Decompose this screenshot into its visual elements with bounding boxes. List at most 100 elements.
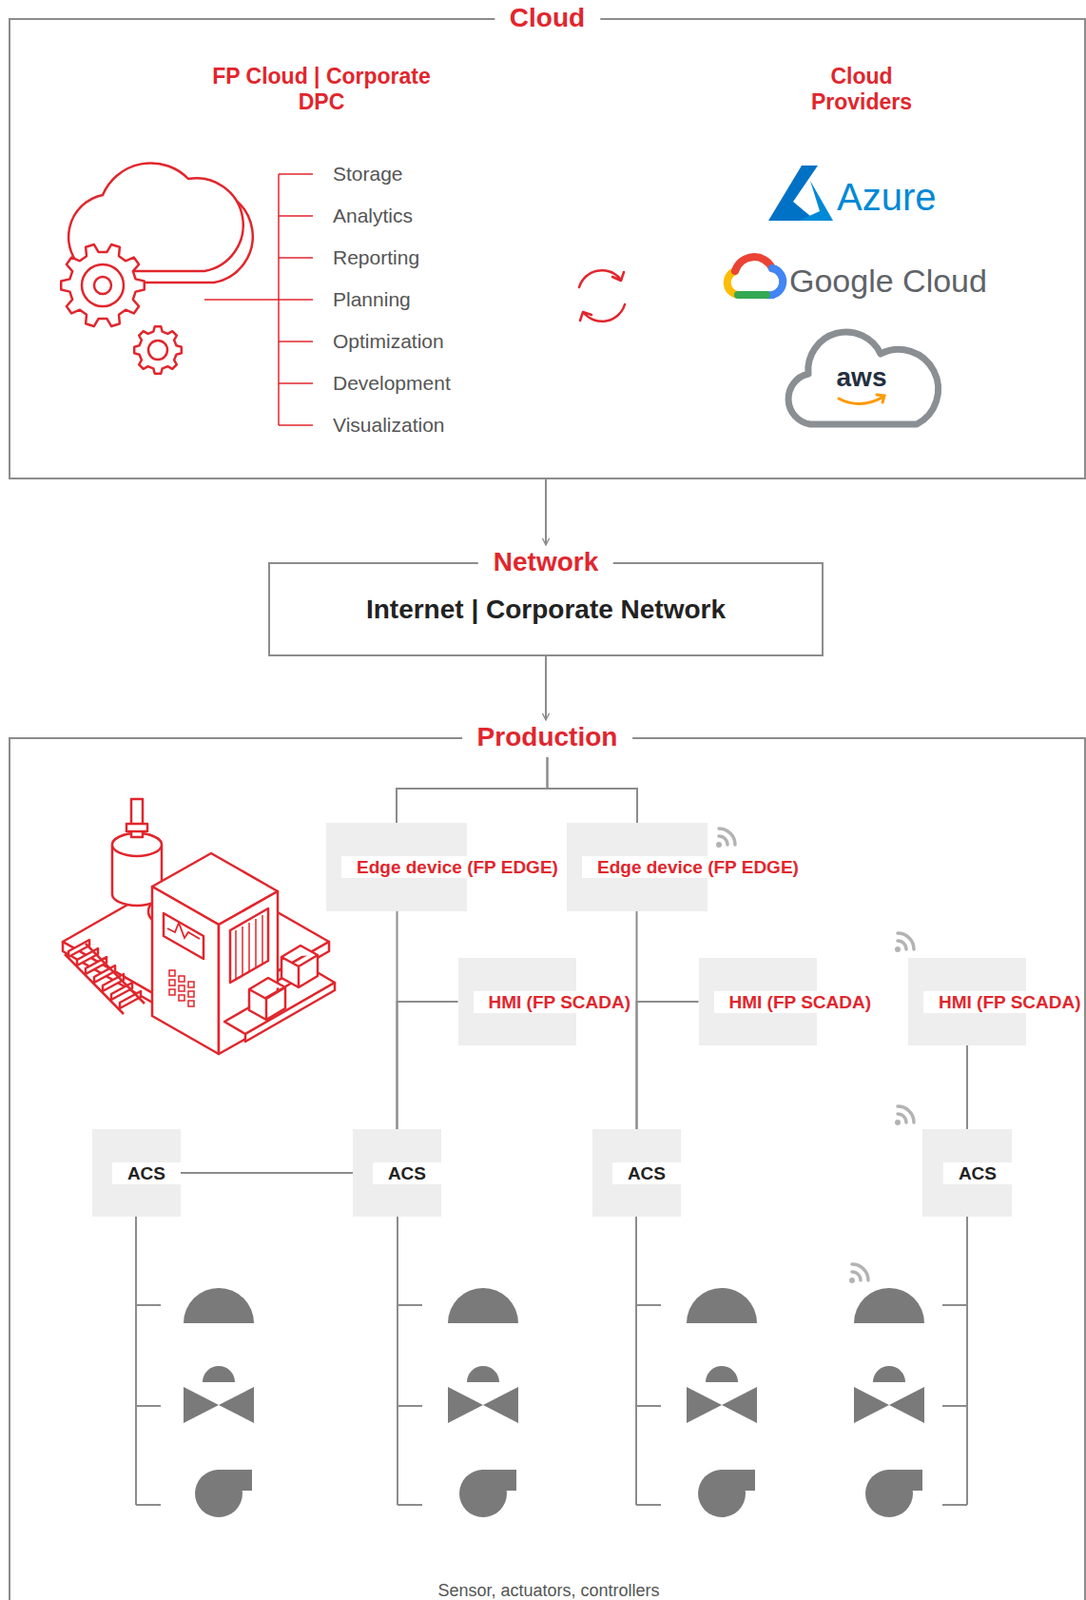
node-title: Production <box>462 722 634 752</box>
node-title: Edge device (FP EDGE) <box>341 855 467 878</box>
section-heading: FP Cloud | Corporate DPC <box>207 63 436 116</box>
edge-device-box: Edge device (FP EDGE) <box>326 822 467 912</box>
window-slat <box>254 918 257 969</box>
conveyor <box>224 969 335 1034</box>
node-title: Edge device (FP EDGE) <box>581 855 708 878</box>
pump-symbol <box>887 1469 923 1491</box>
wireless-arc <box>718 828 736 845</box>
keypad-key <box>178 994 185 1001</box>
acs-box: ACS <box>592 1128 681 1217</box>
service-item: Optimization <box>332 329 445 353</box>
factory-illustration <box>62 798 335 1054</box>
wireless-dot <box>849 1277 855 1283</box>
field-bus-tick <box>135 1404 161 1407</box>
google-cloud-logo <box>766 268 783 295</box>
wireless-arc <box>897 940 907 950</box>
azure-logo <box>768 165 818 221</box>
keypad-key <box>178 985 185 991</box>
provider-logo-text: aws <box>823 363 900 392</box>
window-slat <box>241 926 244 976</box>
node-title: ACS <box>372 1162 442 1184</box>
hmi-box: HMI (FP SCADA) <box>908 957 1027 1046</box>
pump-symbol <box>719 1469 756 1491</box>
pump-symbol <box>216 1469 253 1491</box>
wireless-arc <box>897 1105 914 1123</box>
connector <box>397 1001 459 1129</box>
wireless-symbol <box>849 1263 869 1283</box>
connector <box>396 756 548 823</box>
wireless-arc <box>718 835 728 845</box>
gear-shape <box>60 244 145 327</box>
field-bus-tick <box>636 1503 661 1506</box>
service-item: Reporting <box>332 246 420 270</box>
sensor-symbol <box>686 1287 757 1323</box>
cloud-gears-icon <box>60 162 253 373</box>
cabinet-window <box>230 908 269 983</box>
service-item: Development <box>332 371 451 395</box>
wireless-arc <box>852 1263 869 1280</box>
service-item: Planning <box>332 288 411 311</box>
region-border <box>8 18 1086 480</box>
wireless-dot <box>894 1119 901 1125</box>
field-devices-note: Sensor, actuators, controllers <box>349 1580 749 1600</box>
sync-icon <box>579 270 624 288</box>
provider-logo-text: Azure <box>836 174 937 220</box>
field-bus-tick <box>135 1503 161 1506</box>
valve-symbol <box>853 1386 925 1423</box>
google-cloud-logo <box>735 256 773 272</box>
google-cloud-logo <box>737 290 767 299</box>
valve-symbol <box>447 1386 519 1423</box>
field-bus-tick <box>942 1503 968 1506</box>
connector <box>180 1171 353 1174</box>
hmi-box: HMI (FP SCADA) <box>698 957 817 1046</box>
provider-logo-text: Google Cloud <box>789 261 988 300</box>
gear-hub <box>81 264 124 307</box>
node-title: Cloud <box>494 3 601 33</box>
field-bus-tick <box>135 1303 161 1306</box>
wireless-arc <box>852 1271 861 1280</box>
valve-symbol <box>183 1386 254 1423</box>
node-title: ACS <box>612 1162 681 1184</box>
hmi-box: HMI (FP SCADA) <box>458 957 577 1046</box>
sensor-symbol <box>183 1287 254 1323</box>
sync-icon <box>580 304 625 322</box>
wireless-symbol <box>716 828 736 848</box>
acs-box: ACS <box>92 1128 181 1217</box>
wireless-dot <box>894 946 901 952</box>
stair-rail <box>64 943 145 1014</box>
production-region: ProductionEdge device (FP EDGE) Edge devi… <box>8 722 1086 1600</box>
keypad-key <box>169 989 175 995</box>
actuator-symbol <box>872 1365 906 1382</box>
pump-symbol <box>481 1469 517 1491</box>
service-item: Visualization <box>332 413 446 437</box>
actuator-symbol <box>705 1365 738 1382</box>
wireless-symbol <box>894 932 914 952</box>
node-title: HMI (FP SCADA) <box>923 990 1027 1013</box>
keypad-key <box>178 975 185 982</box>
field-bus-tick <box>397 1404 423 1407</box>
node-title: HMI (FP SCADA) <box>714 990 817 1013</box>
screen-wave <box>167 922 200 939</box>
cabinet-screen <box>163 912 204 959</box>
leader-line <box>204 298 279 301</box>
actuator-symbol <box>466 1365 500 1382</box>
wireless-symbol <box>894 1105 914 1125</box>
keypad-key <box>169 969 175 976</box>
node-title: ACS <box>112 1162 181 1184</box>
acs-box: ACS <box>922 1128 1012 1217</box>
node-body: Internet | Corporate Network <box>268 594 824 625</box>
service-item: Storage <box>332 162 404 186</box>
field-bus-tick <box>636 1303 661 1306</box>
connector <box>544 479 547 545</box>
field-bus-line <box>135 1216 137 1505</box>
service-item: Analytics <box>332 204 413 228</box>
gear-hub <box>148 340 168 360</box>
bracket-tick <box>278 424 313 427</box>
actuator-symbol <box>202 1365 235 1382</box>
bracket-tick <box>278 340 313 343</box>
edge-device-box: Edge device (FP EDGE) <box>566 822 708 912</box>
window-slat <box>261 914 264 965</box>
